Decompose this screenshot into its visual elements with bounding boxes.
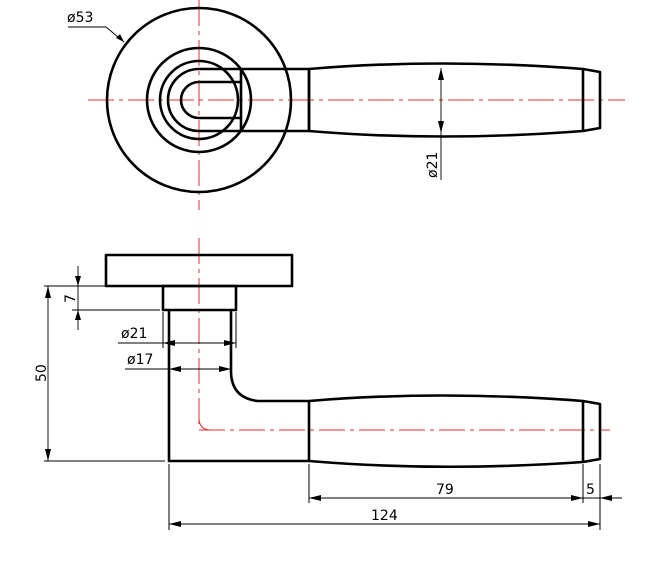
projection-arrow-bottom <box>45 449 51 461</box>
grip-diameter-label: ø21 <box>425 152 441 178</box>
side-neck-collar <box>161 284 238 312</box>
grip-length-arrow-left <box>309 495 321 501</box>
top-lever-neck-inner <box>179 80 241 120</box>
total-length-arrow-right <box>588 521 600 527</box>
rose-diameter-label: ø53 <box>67 10 93 26</box>
neck-inner-arrow-left <box>169 366 181 372</box>
grip-diameter-arrow-bottom <box>438 121 444 133</box>
projection-arrow-top <box>45 286 51 298</box>
rose-diameter-arrowhead <box>116 34 124 42</box>
side-lever-grip <box>308 394 602 469</box>
top-lever-neck <box>166 67 311 133</box>
side-view-bend-centerline <box>198 417 212 431</box>
rose-outer-circle <box>105 6 293 194</box>
rose-middle-ring <box>145 46 253 154</box>
neck-outer-diameter-label: ø21 <box>121 326 147 342</box>
projection-label: 50 <box>34 364 50 382</box>
end-cap-arrow-right <box>600 495 612 501</box>
grip-length-arrow-right <box>571 495 583 501</box>
neck-inner-arrow-right <box>219 366 231 372</box>
neck-outer-arrow-left <box>163 340 175 346</box>
top-view: ø53 ø21 <box>67 0 625 210</box>
rose-inner-ring <box>158 59 240 141</box>
neck-inner-diameter-label: ø17 <box>127 352 153 368</box>
top-lever-grip <box>307 62 602 138</box>
rose-thickness-arrow-bottom <box>75 310 81 320</box>
end-cap-label: 5 <box>586 482 595 498</box>
neck-outer-arrow-right <box>224 340 236 346</box>
side-view: 7 50 ø21 ø17 79 5 <box>34 238 622 530</box>
total-length-label: 124 <box>371 508 398 524</box>
rose-thickness-label: 7 <box>63 294 79 303</box>
grip-length-label: 79 <box>436 482 454 498</box>
side-lever-body <box>167 310 311 463</box>
rose-diameter-leader <box>68 26 125 43</box>
grip-diameter-arrow-top <box>438 68 444 80</box>
rose-thickness-arrow-top <box>75 276 81 286</box>
total-length-arrow-left <box>169 521 181 527</box>
